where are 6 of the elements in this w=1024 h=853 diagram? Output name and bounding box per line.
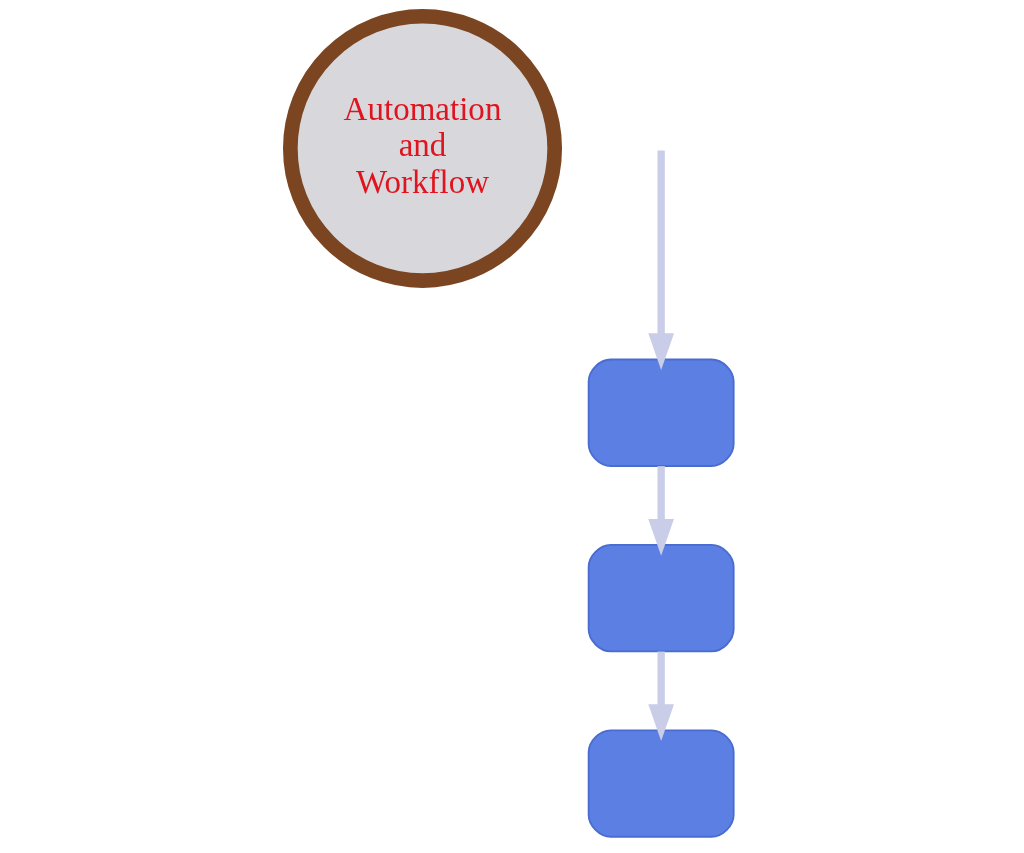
arrow [648, 466, 675, 556]
node-box [587, 544, 735, 653]
arrow [648, 651, 675, 742]
node-circle: Automation and Workflow [283, 8, 563, 288]
node-box [587, 729, 735, 838]
node-box [587, 358, 735, 467]
